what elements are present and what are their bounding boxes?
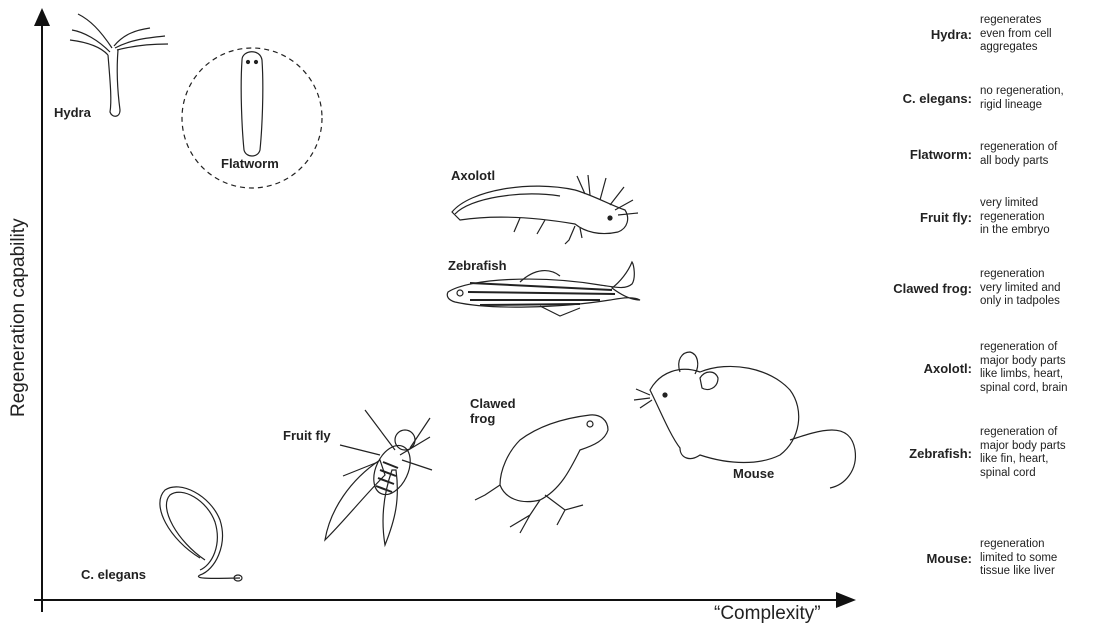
label-celegans: C. elegans [81, 567, 146, 582]
legend-row-zebrafish: Zebrafish: regeneration of major body pa… [850, 426, 1105, 480]
legend-desc: regeneration of major body parts like fi… [980, 426, 1098, 480]
legend-desc: regeneration limited to some tissue like… [980, 538, 1098, 579]
label-flatworm: Flatworm [221, 156, 279, 171]
legend-name: Zebrafish: [850, 446, 980, 461]
axes [34, 8, 856, 612]
y-axis-title: Regeneration capability [8, 218, 30, 417]
y-axis-arrowhead [34, 8, 50, 26]
label-axolotl: Axolotl [451, 168, 495, 183]
legend-desc: regeneration of major body parts like li… [980, 341, 1098, 395]
legend-row-axolotl: Axolotl: regeneration of major body part… [850, 341, 1105, 395]
hydra-illustration [70, 14, 168, 116]
fruitfly-illustration [325, 410, 432, 545]
celegans-illustration [160, 487, 242, 581]
legend-row-clawedfrog: Clawed frog: regeneration very limited a… [850, 268, 1105, 309]
legend-desc: regeneration very limited and only in ta… [980, 268, 1098, 309]
label-fruitfly: Fruit fly [283, 428, 331, 443]
axolotl-illustration [452, 175, 638, 244]
legend-name: C. elegans: [850, 91, 980, 106]
legend-row-mouse: Mouse: regeneration limited to some tiss… [850, 538, 1105, 579]
legend-desc: very limited regeneration in the embryo [980, 197, 1098, 238]
legend-row-celegans: C. elegans: no regeneration, rigid linea… [850, 85, 1105, 112]
legend-row-fruitfly: Fruit fly: very limited regeneration in … [850, 197, 1105, 238]
legend-name: Flatworm: [850, 147, 980, 162]
legend-desc: regenerates even from cell aggregates [980, 14, 1098, 55]
x-axis-title: “Complexity” [714, 603, 821, 625]
legend-name: Hydra: [850, 27, 980, 42]
legend-name: Clawed frog: [850, 281, 980, 296]
legend-name: Mouse: [850, 551, 980, 566]
legend-row-flatworm: Flatworm: regeneration of all body parts [850, 141, 1105, 168]
label-mouse: Mouse [733, 466, 774, 481]
label-zebrafish: Zebrafish [448, 258, 507, 273]
clawedfrog-illustration [475, 415, 608, 533]
legend-name: Axolotl: [850, 361, 980, 376]
legend-name: Fruit fly: [850, 210, 980, 225]
legend-desc: no regeneration, rigid lineage [980, 85, 1098, 112]
label-clawedfrog: Clawed frog [470, 396, 516, 426]
x-axis-arrowhead [836, 592, 856, 608]
label-hydra: Hydra [54, 105, 91, 120]
legend-row-hydra: Hydra: regenerates even from cell aggreg… [850, 14, 1105, 55]
legend-desc: regeneration of all body parts [980, 141, 1098, 168]
